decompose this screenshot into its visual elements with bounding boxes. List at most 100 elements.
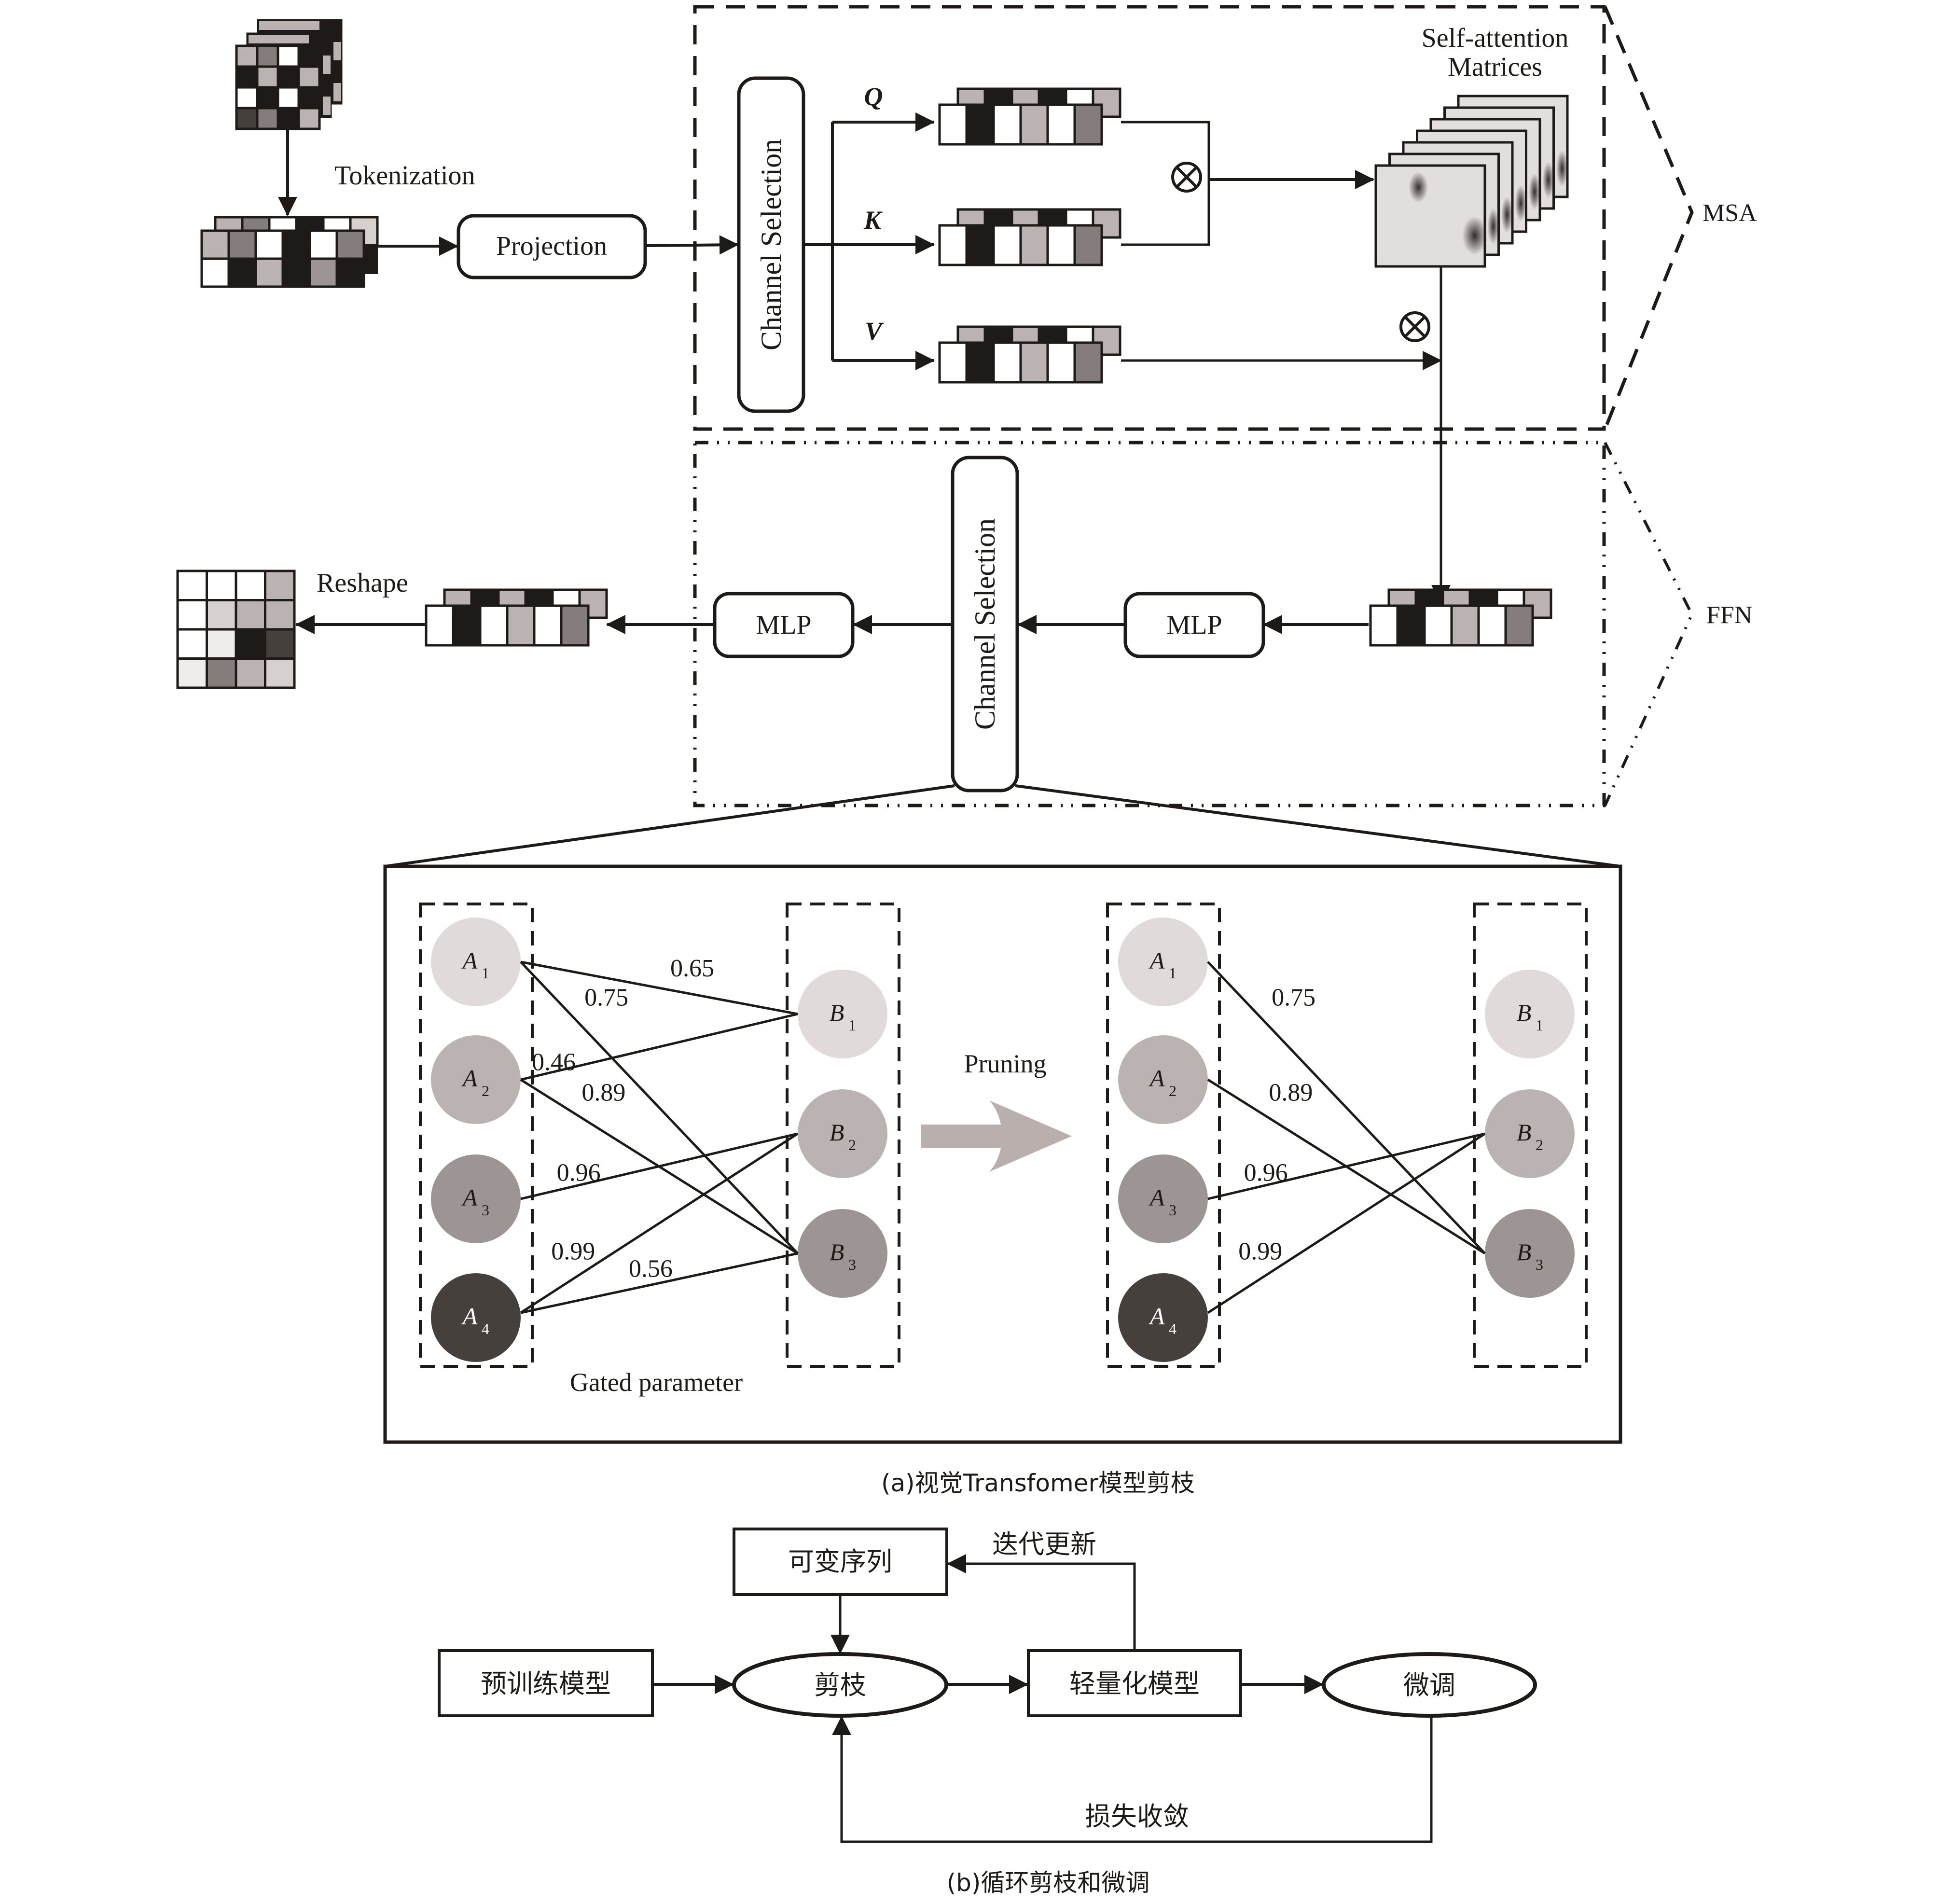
edge-a2-b1 [520, 1013, 798, 1081]
q-token-strip [938, 87, 1121, 146]
patch-cell [297, 44, 321, 68]
node-label: B [1517, 999, 1532, 1026]
patch-cell [256, 107, 279, 130]
node-circle [431, 1154, 521, 1243]
node-circle [431, 917, 521, 1006]
node-label: A [1149, 1303, 1165, 1330]
reshape-cell [264, 599, 296, 631]
caption-a: (a)视觉Transfomer模型剪枝 [881, 1469, 1195, 1497]
token-cell [965, 224, 995, 266]
attention-hotspot [1529, 173, 1540, 210]
attention-title-line2: Matrices [1448, 52, 1542, 82]
k-token-strip [938, 208, 1121, 266]
token-strip-front [938, 224, 1103, 266]
node-subscript: 4 [1169, 1320, 1177, 1337]
node-circle [798, 970, 887, 1058]
attention-matrix [1374, 164, 1487, 268]
edge-a3-b2 [520, 1132, 798, 1200]
edge-weight-label: 0.56 [629, 1255, 673, 1282]
attention-hotspot [1542, 162, 1554, 198]
reshape-cell [235, 599, 266, 631]
attention-hotspot [1515, 185, 1527, 222]
node-subscript: 1 [1169, 964, 1177, 982]
token-cell [452, 604, 482, 647]
attention-hotspot [1556, 150, 1568, 187]
edge-weight-label: 0.99 [551, 1237, 595, 1265]
token-cell [1046, 341, 1076, 384]
node-subscript: 3 [1536, 1256, 1543, 1273]
token-cell [479, 604, 509, 647]
reshape-cell [176, 599, 208, 631]
attention-hotspot [1462, 216, 1487, 255]
layer-side-strip [333, 42, 341, 60]
node-circle [1118, 1035, 1208, 1124]
patch-cell [235, 86, 259, 110]
edge-a4-b3 [520, 1252, 798, 1314]
pruning-arrow [921, 1100, 1072, 1172]
edge-weight-label: 0.99 [1238, 1237, 1282, 1265]
msa-label: MSA [1703, 199, 1757, 227]
msa-bracket [1603, 6, 1694, 430]
node-label: A [461, 1184, 478, 1211]
node-subscript: 1 [482, 964, 489, 982]
layer-top-strip [247, 33, 311, 45]
ffn-region [693, 441, 1606, 807]
node-circle [798, 1209, 887, 1298]
node-subscript: 2 [1536, 1136, 1543, 1154]
token-block [200, 216, 379, 288]
reshape-cell [235, 570, 266, 601]
token-cell [1092, 325, 1121, 356]
qk-connector [1121, 121, 1210, 246]
token-cell [1019, 224, 1049, 266]
edge-weight-label: 0.89 [1269, 1079, 1313, 1107]
token-cell [992, 103, 1022, 146]
token-cell [1019, 103, 1049, 146]
token-strip-front [938, 103, 1103, 146]
node-subscript: 2 [1169, 1082, 1177, 1099]
node-subscript: 2 [482, 1082, 489, 1099]
token-cell [1073, 103, 1103, 146]
token-cell [254, 229, 284, 260]
token-cell [965, 341, 995, 384]
msa-channel-selection: Channel Selection [737, 76, 805, 413]
k-label: K [863, 206, 883, 235]
loss-convergence-label: 损失收敛 [1085, 1801, 1189, 1832]
token-strip-front [1369, 604, 1534, 647]
token-cell [281, 229, 311, 260]
input-image-front-layer [235, 44, 321, 130]
token-cell [1019, 341, 1049, 384]
patch-cell [256, 44, 279, 68]
token-cell [281, 257, 311, 288]
node-label: A [1149, 947, 1165, 974]
token-cell [1046, 103, 1076, 146]
mlp-left-label: MLP [756, 610, 811, 640]
pretrained-model-box: 预训练模型 [438, 1649, 654, 1717]
ffn-channel-selection-label: Channel Selection [969, 518, 1001, 730]
patch-cell [235, 107, 259, 130]
node-label: B [830, 1238, 844, 1265]
node-subscript: 1 [1536, 1016, 1543, 1034]
pruning-node-label: 剪枝 [814, 1670, 866, 1700]
node-circle [1118, 1273, 1208, 1362]
token-cell [1504, 604, 1534, 647]
node-subscript: 3 [482, 1201, 489, 1219]
loss-convergence-loop-arrow [832, 1716, 1433, 1843]
lightweight-model-box: 轻量化模型 [1027, 1649, 1242, 1717]
reshape-cell [206, 570, 237, 601]
token-cell [1450, 604, 1480, 647]
patch-cell [297, 65, 321, 89]
reshape-cell [206, 599, 237, 631]
v-label: V [865, 317, 884, 346]
edge-a1-b1 [520, 960, 798, 1015]
patch-cell [297, 86, 321, 110]
token-cell [1369, 604, 1399, 647]
node-circle [1118, 1154, 1208, 1243]
